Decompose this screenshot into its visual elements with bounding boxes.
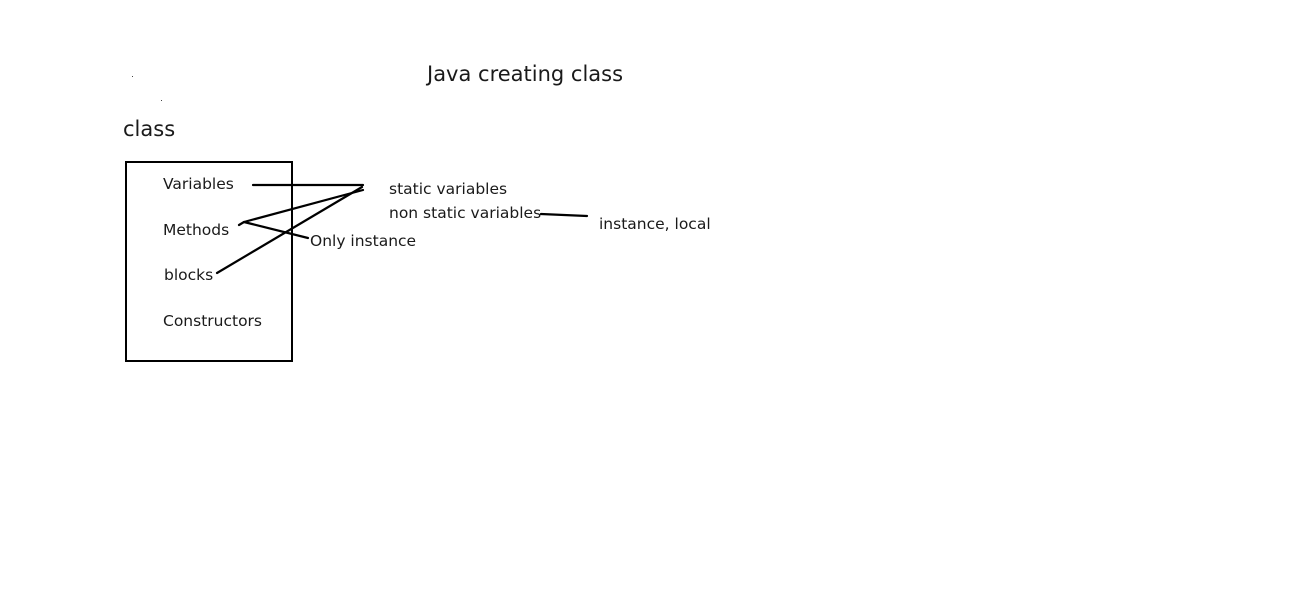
class-heading: class xyxy=(123,117,176,141)
member-methods: Methods xyxy=(163,221,230,239)
diagram-title: Java creating class xyxy=(427,62,624,86)
stray-mark xyxy=(132,76,133,77)
note-only-instance: Only instance xyxy=(310,232,417,250)
member-blocks: blocks xyxy=(164,266,214,284)
note-static-variables: static variables xyxy=(389,180,508,198)
connector-nonstatic-instance-local xyxy=(539,212,589,218)
member-constructors: Constructors xyxy=(163,312,263,330)
stray-mark xyxy=(161,100,162,101)
member-variables: Variables xyxy=(163,175,234,193)
note-non-static-variables: non static variables xyxy=(389,204,542,222)
note-instance-local: instance, local xyxy=(599,215,711,233)
